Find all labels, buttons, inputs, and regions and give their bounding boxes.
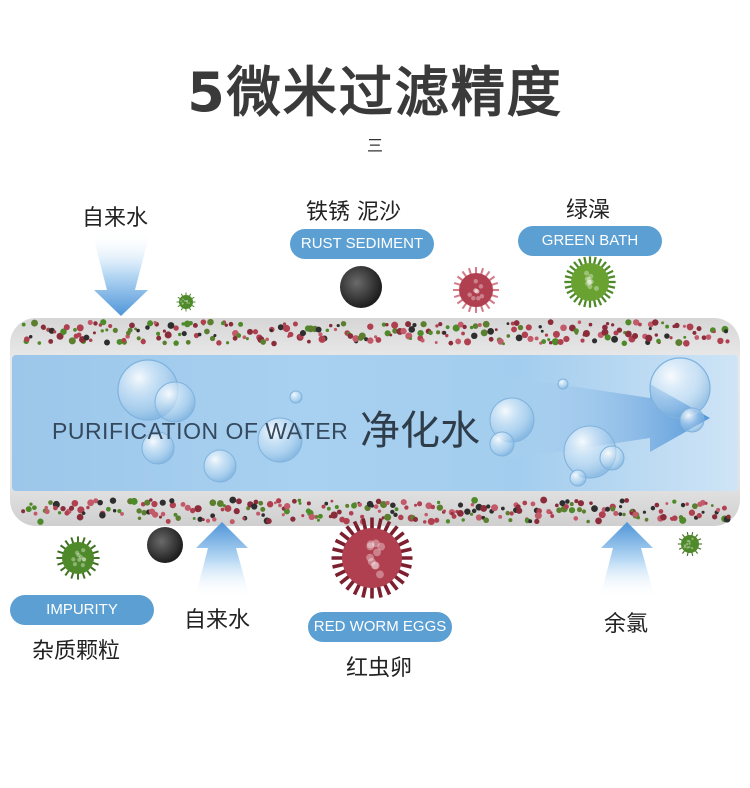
bottom-wall-sediment bbox=[21, 496, 731, 526]
impurity-pill: IMPURITY bbox=[10, 595, 154, 625]
sediment-particle-icon bbox=[147, 527, 183, 563]
virus-icon bbox=[677, 532, 703, 556]
red-worm-eggs-label: 红虫卵 bbox=[346, 656, 413, 681]
flow-label-chinese: 净化水 bbox=[360, 408, 480, 454]
up-arrow-icon bbox=[195, 522, 250, 598]
sub-glyph: 三 bbox=[366, 136, 383, 155]
green-bath-label: 绿澡 bbox=[566, 198, 611, 223]
tap-water-label-top: 自来水 bbox=[82, 206, 149, 231]
virus-icon bbox=[331, 517, 413, 599]
virus-icon bbox=[564, 256, 616, 308]
page-title: 5微米过滤精度 bbox=[187, 61, 563, 124]
residual-chlorine-label: 余氯 bbox=[604, 612, 649, 637]
rust-sediment-label: 铁锈 泥沙 bbox=[306, 200, 401, 225]
flow-label-english: PURIFICATION OF WATER bbox=[52, 418, 349, 444]
virus-icon bbox=[453, 267, 499, 313]
up-arrow-icon bbox=[600, 522, 655, 598]
red-worm-eggs-pill: RED WORM EGGS bbox=[308, 612, 452, 642]
tap-water-label-bottom: 自来水 bbox=[184, 608, 251, 633]
impurity-label: 杂质颗粒 bbox=[32, 639, 121, 664]
virus-icon bbox=[56, 536, 100, 580]
virus-icon bbox=[176, 292, 196, 312]
rust-sediment-pill: RUST SEDIMENT bbox=[290, 229, 434, 259]
virus-icons bbox=[56, 256, 703, 599]
sediment-particle-icon bbox=[340, 266, 382, 308]
top-wall-sediment bbox=[21, 318, 730, 347]
down-arrow-icon bbox=[92, 232, 150, 316]
bubble-icon bbox=[117, 357, 711, 487]
green-bath-pill: GREEN BATH bbox=[518, 226, 662, 256]
